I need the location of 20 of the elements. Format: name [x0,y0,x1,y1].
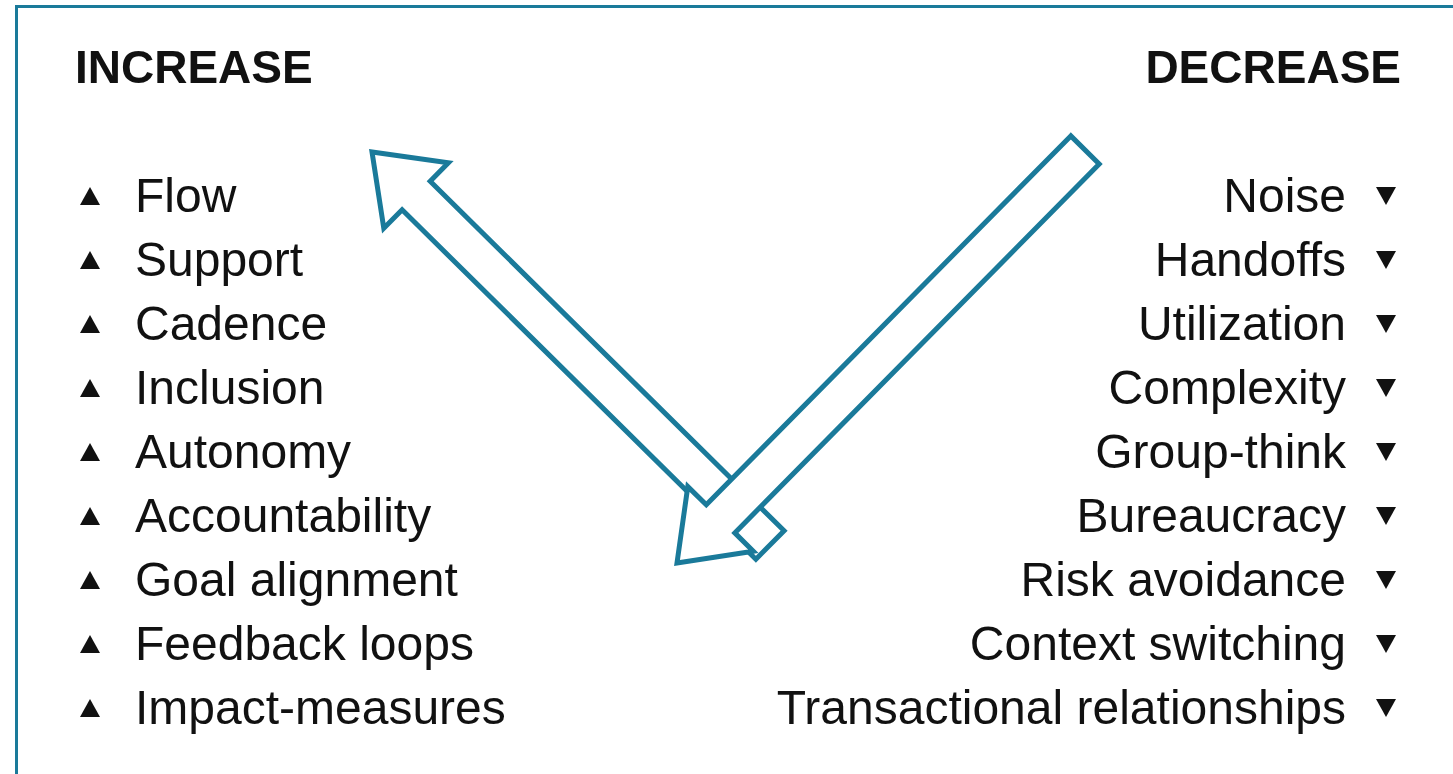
list-item: Utilization [1137,296,1346,352]
list-item: Transactional relationships [776,680,1346,736]
list-item: Bureaucracy [1076,488,1346,544]
column-heading: INCREASE [75,40,313,94]
list-item: Handoffs [1154,232,1346,288]
list-item: Accountability [135,488,432,544]
list-item: Support [135,232,304,288]
list-item: Group-think [1095,424,1346,480]
list-item: Goal alignment [135,552,458,608]
list-item: Context switching [969,616,1346,672]
list-item: Complexity [1108,360,1346,416]
list-item: Autonomy [135,424,352,480]
list-item: Feedback loops [135,616,474,672]
list-item: Risk avoidance [1020,552,1346,608]
column-heading: DECREASE [1145,40,1401,94]
list-item: Inclusion [135,360,325,416]
list-item: Noise [1223,168,1346,224]
list-item: Cadence [135,296,328,352]
list-item: Flow [135,168,237,224]
list-item: Impact-measures [135,680,506,736]
